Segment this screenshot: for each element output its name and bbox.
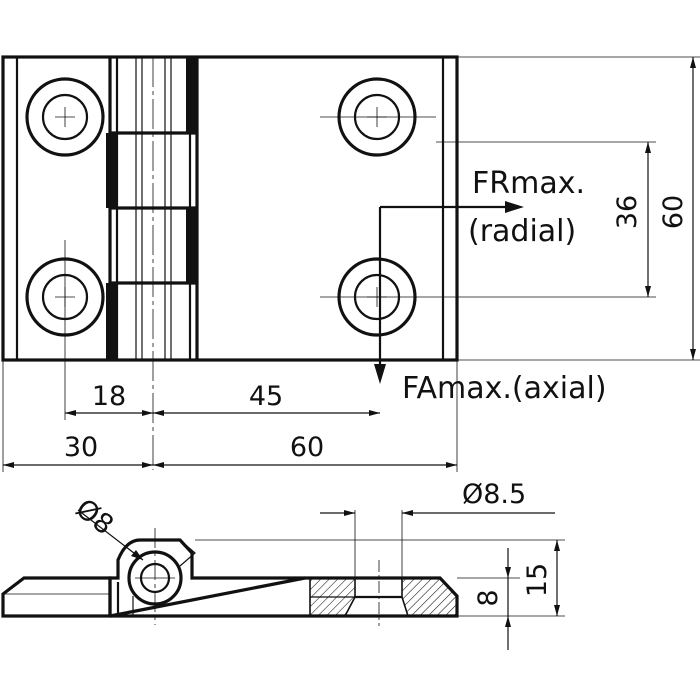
dim-45-label: 45 — [249, 381, 283, 412]
dim-30-label: 30 — [64, 432, 98, 463]
dim-60-horizontal: 60 — [153, 432, 457, 468]
hole-diameter-label: Ø8.5 — [462, 479, 526, 510]
pin-diameter-label: Ø8 — [70, 493, 119, 541]
force-axial: FAmax.(axial) — [374, 207, 607, 406]
knuckle — [106, 57, 199, 470]
dim-18-label: 18 — [92, 381, 126, 412]
side-view — [1, 528, 459, 626]
force-radial: FRmax. (radial) — [380, 166, 585, 249]
dim-45: 45 — [153, 381, 380, 416]
dim-36: 36 — [436, 141, 656, 298]
radial-force-label: FRmax. — [472, 166, 585, 201]
dim-pin-diameter: Ø8 — [70, 493, 144, 561]
dim-60-vertical: 60 — [457, 56, 700, 361]
hole-top-left — [25, 77, 105, 157]
dim-thickness-8: 8 — [457, 548, 565, 650]
dim-60-horizontal-label: 60 — [290, 432, 324, 463]
axial-force-label: FAmax.(axial) — [402, 371, 607, 406]
dim-30: 30 — [3, 432, 153, 468]
dim-36-label: 36 — [612, 195, 643, 229]
dim-hole-diameter: Ø8.5 — [320, 479, 555, 578]
hinge-outline — [1, 55, 459, 362]
dim-18: 18 — [65, 381, 153, 416]
dim-8-label: 8 — [473, 589, 504, 606]
top-view — [1, 55, 459, 470]
radial-force-sublabel: (radial) — [468, 214, 576, 249]
dim-60-vertical-label: 60 — [658, 195, 689, 229]
dim-15-label: 15 — [522, 563, 553, 597]
dim-thickness-15: 15 — [195, 539, 565, 616]
